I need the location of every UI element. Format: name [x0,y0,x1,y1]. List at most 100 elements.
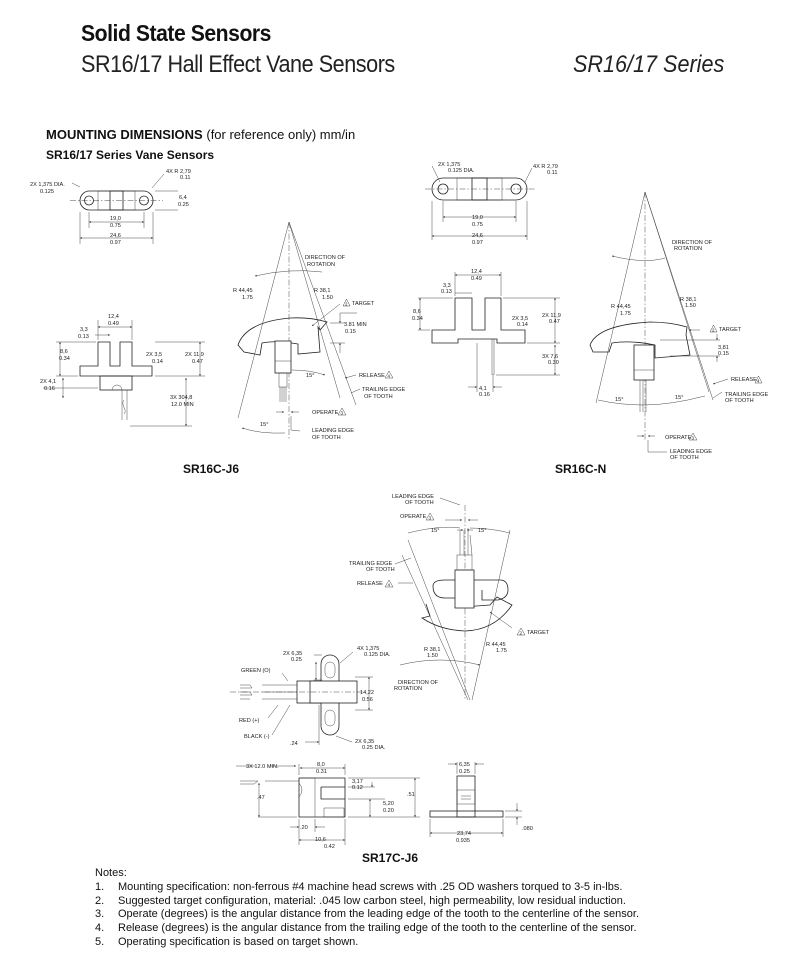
dim-label: TRAILING EDGE [349,561,392,567]
dim-label: .24 [290,741,298,747]
dim-label: TARGET [352,301,375,307]
notes: Notes: 1. Mounting specification: non-fer… [95,867,639,950]
dim-label: R 44,45 [233,288,253,294]
dim-label: 14,22 [360,690,374,696]
dim-label: 15° [615,397,623,403]
dim-label: 0.125 DIA. [364,652,391,658]
dim-label: 0.25 DIA. [362,745,386,751]
dim-label: TARGET [719,327,742,333]
dim-label: OPERATE [665,435,692,441]
dim-label: 0.75 [110,223,121,229]
dim-label: 1.75 [242,295,253,301]
dim-label: 0.125 DIA. [448,168,475,174]
dim-label: OF TOOTH [366,567,395,573]
dim-label: 0.14 [152,359,163,365]
dim-label: R 44,45 [486,642,506,648]
dim-label: 1.75 [496,648,507,654]
dim-label: 0.15 [718,351,729,357]
dim-label: DIRECTION OF [672,240,713,246]
dim-label: 0.56 [362,697,373,703]
dim-label: 4X R 2,79 [166,169,191,175]
dim-label: 0.49 [471,276,482,282]
note-number: 2 [520,631,523,636]
note-number: 3 [341,411,344,416]
dim-label: 0.47 [549,319,560,325]
dim-label: LEADING EDGE [312,428,354,434]
dim-label: R 38,1 [680,297,696,303]
caption-sr17c-j6: SR17C-J6 [362,851,419,865]
dim-label: 2X 3,5 [146,352,162,358]
dim-label: 8,0 [317,762,325,768]
caption-sr16c-n: SR16C-N [555,462,607,476]
dim-label: 0.97 [110,240,121,246]
note-number: 4 [757,379,760,384]
dim-label: 0.97 [472,240,483,246]
dim-label: 15° [478,528,486,534]
dim-label: 3,17 [352,779,363,785]
sr16c-j6-target-view: DIRECTION OF ROTATION R 44,45 1.75 R 38,… [233,221,405,441]
dim-label: 0.16 [44,386,55,392]
series-title: SR16/17 Series [573,51,725,78]
dim-label: 2X 4,1 [40,379,56,385]
dim-label: 2X 6,35 [355,739,374,745]
dim-label: 10,6 [315,837,326,843]
dim-label: OF TOOTH [725,398,754,404]
note-number: 2. [95,894,105,907]
dim-label: LEADING EDGE [670,449,712,455]
dim-label: 0.13 [78,334,89,340]
note-text: Release (degrees) is the angular distanc… [118,922,637,935]
dim-label: DIRECTION OF [398,680,439,686]
dim-label: 0.20 [383,808,394,814]
dim-label: 0.75 [472,222,483,228]
wire-label-green: GREEN (O) [241,668,271,674]
dim-label: 1.75 [620,311,631,317]
notes-heading: Notes: [95,867,127,879]
dim-label: ROTATION [674,246,702,252]
dim-label: OPERATE [312,410,339,416]
note-text: Suggested target configuration, material… [118,894,626,907]
dim-label: R 38,1 [424,647,440,653]
note-number: 5. [95,935,105,948]
dim-label: 0.49 [108,321,119,327]
dim-label: 2X 11,9 [185,352,204,358]
dim-label: 2X 1,375 [438,162,460,168]
dim-label: 3X 304,8 [170,395,192,401]
dim-label: 0.47 [192,359,203,365]
dim-label: OPERATE [400,514,427,520]
dim-label: 0.34 [59,356,70,362]
dim-label: 19,0 [110,216,121,222]
note-number: 2 [345,302,348,307]
dim-label: 0.42 [324,844,335,850]
note-text: Mounting specification: non-ferrous #4 m… [118,880,623,893]
dim-label: 1.50 [322,295,333,301]
dim-label: .47 [257,795,265,801]
dim-label: 8,6 [60,349,68,355]
dim-label: R 38,1 [314,288,330,294]
dim-label: 1.50 [427,653,438,659]
dim-label: 24,6 [110,233,121,239]
sr17c-j6-side-view: 3X 12.0 MIN. 8,0 0.31 3,17 0.12 .47 .51 … [236,762,420,850]
note-number: 1. [95,880,105,893]
dim-label: RELEASE [359,373,385,379]
dim-label: 15° [306,373,314,379]
dim-label: 12,4 [108,314,119,320]
dim-label: 0.125 [40,189,54,195]
dim-label: 6,4 [179,195,187,201]
product-title: SR16/17 Hall Effect Vane Sensors [81,51,395,78]
note-item: 1. Mounting specification: non-ferrous #4… [95,881,639,895]
dim-label: 0.31 [316,769,327,775]
dim-label: 19,0 [472,215,483,221]
dim-label: 0.25 [291,657,302,663]
dim-label: 15° [675,395,683,401]
dim-label: 8,6 [413,309,421,315]
dim-label: 12,4 [471,269,482,275]
dim-label: TRAILING EDGE [725,392,768,398]
document-category: Solid State Sensors [81,20,271,46]
note-item: 5.Operating specification is based on ta… [95,936,639,950]
dim-label: R 44,45 [611,304,631,310]
dim-label: OF TOOTH [364,394,393,400]
dim-label: 0.935 [456,838,470,844]
dim-label: 24,6 [472,233,483,239]
dim-label: OF TOOTH [405,500,434,506]
